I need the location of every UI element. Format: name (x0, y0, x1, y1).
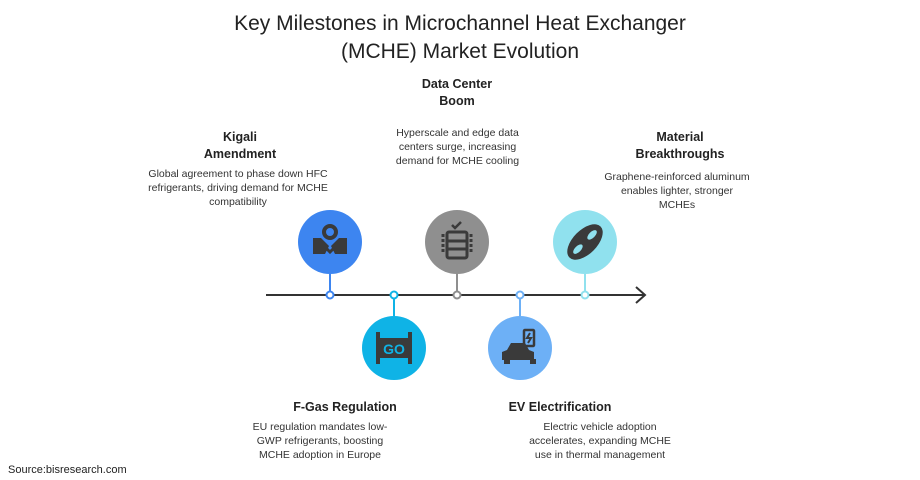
milestone-node-0 (298, 210, 362, 300)
handshake-icon (313, 224, 347, 255)
milestone-title-ev: EV Electrification (508, 400, 612, 414)
milestone-node-4 (553, 210, 617, 300)
milestone-node-1: GO (362, 290, 426, 380)
milestone-title-fgas: F-Gas Regulation (293, 400, 397, 414)
milestone-desc-material: Graphene-reinforced aluminum enables lig… (604, 171, 750, 211)
milestone-title-material: Material Breakthroughs (635, 130, 725, 161)
go-banner-icon: GO (376, 332, 412, 364)
milestone-node-3 (488, 290, 552, 380)
source-note: Source:bisresearch.com (8, 464, 127, 476)
arrow-head-icon (635, 286, 647, 304)
milestone-desc-kigali: Global agreement to phase down HFC refri… (148, 168, 328, 208)
timeline-dot (515, 290, 525, 300)
milestone-title-kigali: Kigali Amendment (203, 130, 277, 161)
go-text: GO (383, 341, 405, 357)
server-rack-icon (441, 221, 473, 260)
milestone-circle (298, 210, 362, 274)
timeline-dot (580, 290, 590, 300)
graphene-bond-icon (567, 224, 603, 260)
electric-car-icon (502, 328, 536, 364)
timeline-dot (325, 290, 335, 300)
milestone-desc-fgas: EU regulation mandates low-GWP refrigera… (252, 421, 388, 461)
timeline-dot (389, 290, 399, 300)
milestone-desc-datacenter: Hyperscale and edge data centers surge, … (395, 127, 520, 167)
milestone-node-2 (425, 210, 489, 300)
timeline-dot (452, 290, 462, 300)
milestone-desc-ev: Electric vehicle adoption accelerates, e… (529, 421, 671, 461)
milestone-title-datacenter: Data Center Boom (421, 77, 493, 108)
page-title: Key Milestones in Microchannel Heat Exch… (234, 12, 686, 63)
